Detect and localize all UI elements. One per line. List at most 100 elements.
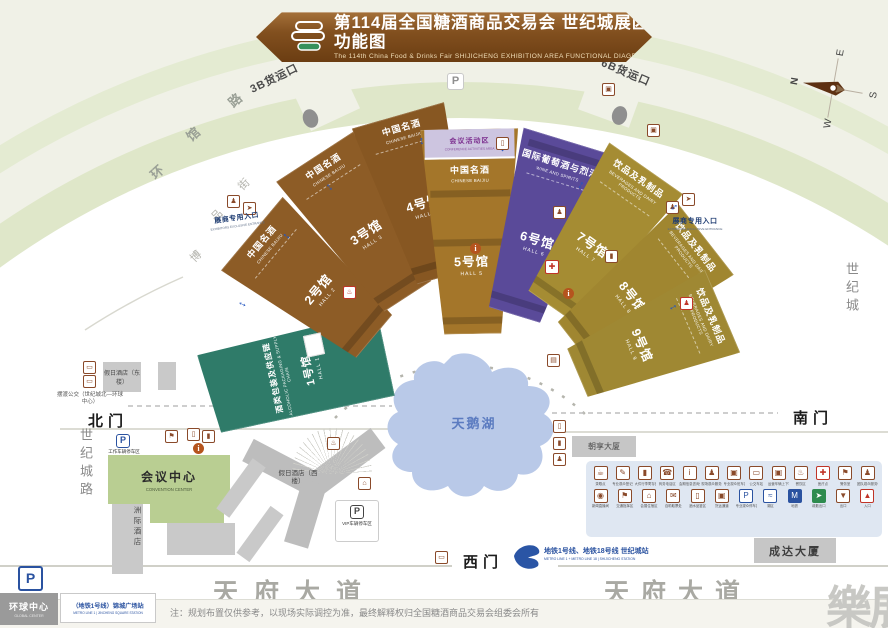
- legend-item: ▣专业观众班车区: [724, 466, 745, 486]
- legend-item: ◉新闻直播间: [590, 488, 611, 509]
- shuttle-bus-icon: ▭: [83, 375, 96, 388]
- hall-5-number-en: HALL 5: [460, 271, 484, 278]
- svg-text:W: W: [822, 118, 835, 130]
- facility-icon: ▮: [202, 430, 215, 443]
- entrance-person-icon: ♟: [666, 201, 679, 214]
- legend-label: 会期信息咨询处: [679, 481, 700, 486]
- truck-icon: ▣: [602, 83, 615, 96]
- shuttle-bus-label: 摆渡公交（世纪城北—环球中心）: [56, 392, 123, 406]
- exhibitor-entrance-right: 展商专用入口 EXHIBITORS EXCLUSIVE ENTRANCE: [667, 218, 723, 231]
- century-city-road-left: 世纪城路: [78, 428, 93, 500]
- legend-item: ♨餐饮区: [790, 466, 811, 486]
- road-edge-line: [84, 276, 184, 331]
- legend-item: ▣运营车辆上下客区: [768, 466, 789, 486]
- century-city-road-right: 世纪城: [844, 262, 859, 316]
- svg-text:S: S: [868, 91, 880, 100]
- legend-icon: M: [787, 488, 802, 503]
- legend-label: 出口: [839, 504, 847, 509]
- legend-icon: ▯: [690, 488, 705, 503]
- global-center: 环球中心 GLOBAL CENTER: [0, 593, 58, 625]
- legend-item: P专业观众停车区: [736, 488, 757, 509]
- legend-item: ✚医疗点: [813, 466, 834, 486]
- entrance-person-icon: ♟: [227, 195, 240, 208]
- info-icon: i: [193, 443, 204, 454]
- hall-5-number: 5号馆: [453, 255, 490, 270]
- west-gate-label: 西门: [463, 554, 504, 571]
- disclaimer-note: 注：规划布置仅供参考，以现场实际调控为准，最终解释权归全国糖酒商品交易会组委会所…: [170, 608, 540, 618]
- legend-label: 运营车辆上下客区: [768, 481, 789, 486]
- food-icon: ♨: [343, 286, 356, 299]
- legend-icon: ▲: [860, 488, 875, 503]
- metro-logo-west: [514, 545, 540, 569]
- svg-text:N: N: [789, 77, 801, 86]
- legend-icon: ✎: [615, 466, 630, 480]
- hall-5-category: 中国名酒: [449, 164, 491, 176]
- legend-icon: ▭: [749, 466, 764, 480]
- legend-label: 地铁: [791, 504, 799, 509]
- legend-item: ⚑警务室: [835, 466, 856, 486]
- legend-label: 餐饮区: [795, 481, 806, 486]
- facility-icon: ▯: [553, 420, 566, 433]
- legend-label: 商务电话区: [658, 481, 676, 486]
- legend-icon: ☕: [593, 466, 608, 480]
- service-icon: ♟: [553, 206, 566, 219]
- watermark: 樂展: [826, 582, 888, 628]
- legend-label: 专业观众班车区: [723, 481, 745, 486]
- intercontinental-hotel: 洲际酒店: [112, 500, 143, 574]
- vip-parking-label: VIP车辆停车区: [342, 521, 372, 526]
- legend-label: 新闻直播间: [592, 504, 609, 509]
- facility-icon: ▮: [553, 437, 566, 450]
- fair-subtitle: The 114th China Food & Drinks Fair SHIJI…: [334, 52, 648, 60]
- ring-road: [0, 82, 888, 268]
- legend-label: 湖区: [766, 504, 774, 509]
- legend-label: 自助取票处: [664, 504, 682, 509]
- legend-icon: ▣: [714, 488, 729, 503]
- legend-item: ⌂会展住宿区: [639, 488, 660, 509]
- legend-icon: ✉: [666, 488, 681, 503]
- facility-icon: ▯: [187, 428, 200, 441]
- swan-lake-label: 天鹅湖: [451, 416, 497, 431]
- legend-label: 公交车站: [749, 481, 764, 486]
- legend-icon: ◉: [593, 488, 608, 503]
- hotel-icon: ⌂: [358, 477, 371, 490]
- building-block: [158, 362, 176, 390]
- holiday-inn-east: 假日酒店（东楼）: [103, 362, 141, 392]
- legend-item: ▲入口: [857, 488, 878, 509]
- truck-icon: ▣: [647, 124, 660, 137]
- legend-item: ☎商务电话区: [657, 466, 678, 486]
- bottle-icon: ▯: [496, 137, 509, 150]
- convention-center-label-en: CONVENTION CENTER: [145, 486, 193, 492]
- chaoxiang-tower: 朝享大厦: [572, 436, 636, 457]
- facility-icon: ⚑: [165, 430, 178, 443]
- legend-item: ▭公交车站: [746, 466, 767, 486]
- south-gate-label: 南门: [793, 410, 834, 427]
- facility-icon: ♟: [553, 453, 566, 466]
- legend-label: 大件行李寄存处: [634, 481, 656, 486]
- legend-item: ♟现场观众服务处: [701, 466, 722, 486]
- parking-icon-top: P: [447, 73, 464, 90]
- legend-icon: ≈: [763, 488, 778, 503]
- legend-item: ⚑交通指挥区: [614, 488, 635, 509]
- entrance-door-icon: ➤: [243, 202, 256, 215]
- parking-icon-sw: P: [18, 566, 43, 591]
- info-icon: i: [563, 288, 574, 299]
- fair-logo: [288, 19, 328, 55]
- convention-center-annex: [150, 504, 224, 523]
- hall-5-category-en: CHINESE BAIJIU: [451, 177, 490, 184]
- legend-icon: ▣: [771, 466, 786, 480]
- legend-item: i会期信息咨询处: [679, 466, 700, 486]
- legend-item: ▼出口: [833, 488, 854, 509]
- metro-station-label: 地铁1号线、地铁18号线 世纪城站 METRO LINE 1 + METRO L…: [544, 548, 649, 561]
- entrance-door-icon: ➤: [682, 193, 695, 206]
- legend-label: 会展住宿区: [640, 504, 658, 509]
- legend-label: 交通指挥区: [616, 504, 634, 509]
- legend-row: ☕茶歇点✎专业观众登记处▮大件行李寄存处☎商务电话区i会期信息咨询处♟现场观众服…: [590, 466, 878, 486]
- legend-label: 团队观众服务中心: [857, 481, 878, 486]
- legend-label: 酒水品鉴区: [689, 504, 707, 509]
- conference-label-en: CONFERENCE ACTIVITIES AREA: [444, 146, 495, 151]
- legend-icon: ♨: [793, 466, 808, 480]
- legend-icon: ♟: [704, 466, 719, 480]
- legend-item: ▯酒水品鉴区: [687, 488, 708, 509]
